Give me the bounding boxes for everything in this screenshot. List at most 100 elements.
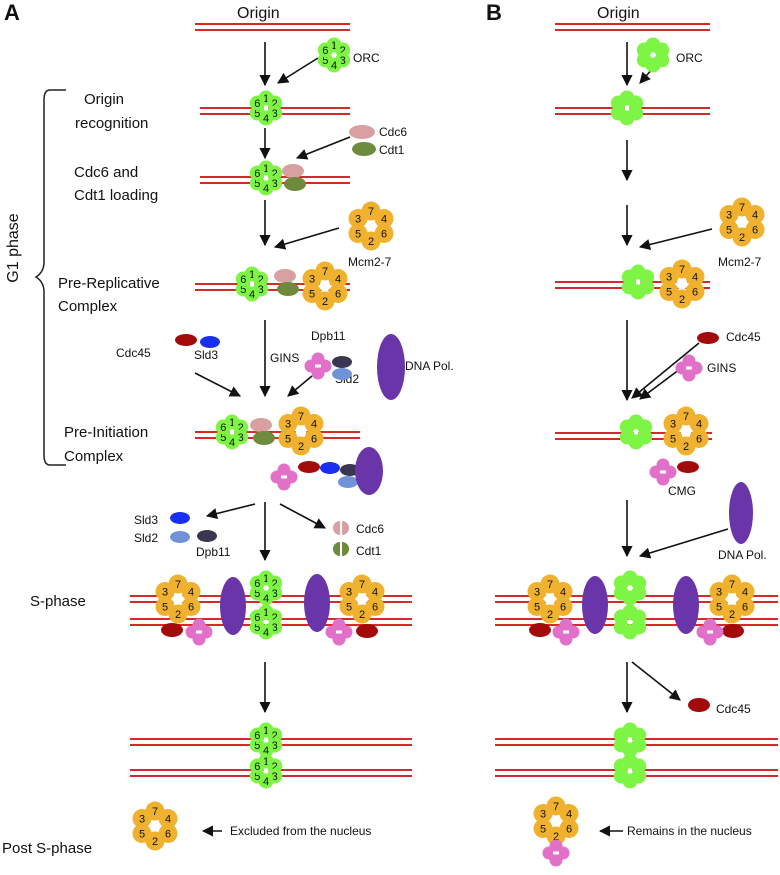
orc-a-post-top-center <box>263 737 269 743</box>
orc-b-post-top-lobe <box>613 727 629 743</box>
orc-a-bound-lobe <box>249 95 265 111</box>
mcm-a-sphase-left-subunit-label: 3 <box>162 587 168 599</box>
orc-a-bound-subunit-label: 2 <box>272 98 278 110</box>
orc-b-prerc <box>621 264 655 300</box>
mcm-a-free-subunit-label: 2 <box>368 236 374 248</box>
orc-a-post-bottom-subunit-label: 5 <box>254 771 260 783</box>
mcm-a-sphase-right-subunit-label: 3 <box>346 587 352 599</box>
mcm-a-excluded-lobe <box>132 824 152 843</box>
orc-b-post-top <box>613 722 647 758</box>
mcm-a-sphase-left-center <box>172 593 184 605</box>
gins-b-sphase-right <box>696 618 724 646</box>
orc-a-post-bottom-center <box>263 768 269 774</box>
gins-b-free-center <box>686 366 692 370</box>
orc-b-sphase-top <box>613 570 647 606</box>
cdt1-a-preic <box>253 431 275 445</box>
orc-a-sphase-top-subunit-label: 2 <box>272 578 278 590</box>
arrow-b-mcm <box>638 228 713 250</box>
orc-a-cdc6-center <box>263 175 269 181</box>
orc-a-sphase-bottom-subunit-label: 2 <box>272 612 278 624</box>
orc-a-prerc-lobe <box>235 271 251 287</box>
orc-a-cdc6-subunit-label: 1 <box>263 163 269 175</box>
stage-sphase: S-phase <box>30 593 86 610</box>
arrow-a-mcm <box>273 227 340 250</box>
mcm-b-prerc-subunit-label: 4 <box>692 272 698 284</box>
mcm-b-remains-subunit-label: 6 <box>566 824 572 836</box>
label-a-dna-pol: DNA Pol. <box>405 359 454 373</box>
orc-b-sphase-top-center <box>627 585 633 591</box>
cdc45-b-sphase-left <box>529 623 551 637</box>
orc-a-sphase-bottom-subunit-label: 6 <box>254 612 260 624</box>
label-a-sld2-out: Sld2 <box>134 531 158 545</box>
orc-a-post-bottom-subunit-label: 1 <box>263 756 269 768</box>
orc-b-sphase-top-lobe <box>613 575 629 591</box>
label-b-cdc45: Cdc45 <box>726 330 761 344</box>
mcm-b-free-center <box>736 216 748 228</box>
gins-b-remains-lobe <box>542 846 556 860</box>
mcm-a-sphase-right-lobe <box>339 582 359 601</box>
mcm-a-sphase-left-lobe <box>155 597 175 616</box>
mcm-a-sphase-left-subunit-label: 2 <box>175 609 181 621</box>
mcm-a-prerc-subunit-label: 6 <box>335 289 341 301</box>
label-b-dna-pol: DNA Pol. <box>718 548 767 562</box>
mcm-a-excluded-lobe <box>158 809 178 828</box>
orc-a-post-top-subunit-label: 2 <box>272 730 278 742</box>
mcm-a-free-subunit-label: 4 <box>381 214 387 226</box>
mcm-b-sphase-right-subunit-label: 7 <box>729 579 735 591</box>
orc-a-sphase-top-subunit-label: 1 <box>263 573 269 585</box>
mcm-a-excluded-subunit-label: 4 <box>165 814 171 826</box>
label-a-sld3-out: Sld3 <box>134 513 158 527</box>
label-a-cdc6: Cdc6 <box>379 125 407 139</box>
sld3-a-preic <box>320 462 340 474</box>
mcm-b-free-subunit-label: 6 <box>752 225 758 237</box>
mcm-b-remains-center <box>550 815 562 827</box>
orc-b-sphase-bottom <box>613 604 647 640</box>
mcm-a-sphase-left-subunit-label: 5 <box>162 602 168 614</box>
orc-b-bound <box>610 90 644 126</box>
orc-a-post-bottom-subunit-label: 2 <box>272 761 278 773</box>
orc-a-sphase-top-subunit-label: 4 <box>263 593 269 605</box>
stage-cdc6-loading-2: Cdt1 loading <box>74 187 158 204</box>
mcm-b-free-lobe <box>719 205 739 224</box>
mcm-b-free-subunit-label: 2 <box>739 232 745 244</box>
label-a-mcm: Mcm2-7 <box>348 255 392 269</box>
mcm-a-preic-subunit-label: 3 <box>285 419 291 431</box>
mcm-a-preic-center <box>295 425 307 437</box>
mcm-a-excluded-lobe <box>132 809 152 828</box>
cdc45-b-sphase-right <box>722 624 744 638</box>
orc-a-preic-center <box>229 429 235 435</box>
mcm-b-preic-lobe <box>663 429 683 448</box>
cdc6-a-free <box>349 125 375 139</box>
cdc6-a-out-left <box>333 521 340 535</box>
orc-a-prerc-subunit-label: 3 <box>258 284 264 296</box>
mcm-a-preic-subunit-label: 4 <box>311 419 317 431</box>
orc-a-sphase-top-subunit-label: 5 <box>254 588 260 600</box>
orc-a-post-bottom-lobe <box>249 758 265 774</box>
label-b-gins: GINS <box>707 361 736 375</box>
orc-a-post-top-subunit-label: 4 <box>263 745 269 757</box>
orc-b-free <box>636 37 670 73</box>
cdt1-a-out <box>333 542 349 556</box>
orc-a-post-top-subunit-label: 6 <box>254 730 260 742</box>
dna-pol-a-free <box>377 334 405 400</box>
cdc45-a-free <box>175 334 197 346</box>
arrow-b-gins <box>639 368 681 400</box>
orc-a-sphase-bottom-subunit-label: 4 <box>263 627 269 639</box>
mcm-b-remains-lobe <box>559 804 579 823</box>
orc-a-prerc-subunit-label: 2 <box>258 274 264 286</box>
orc-a-free-subunit-label: 6 <box>322 45 328 57</box>
mcm-b-free-subunit-label: 5 <box>726 225 732 237</box>
cdc45-a-sphase-right <box>356 624 378 638</box>
orc-a-bound-center <box>263 105 269 111</box>
mcm-b-sphase-left-subunit-label: 5 <box>534 602 540 614</box>
dna-pol-b-sphase-right <box>673 576 699 634</box>
mcm-a-sphase-right-lobe <box>365 582 385 601</box>
orc-a-prerc-subunit-label: 1 <box>249 269 255 281</box>
